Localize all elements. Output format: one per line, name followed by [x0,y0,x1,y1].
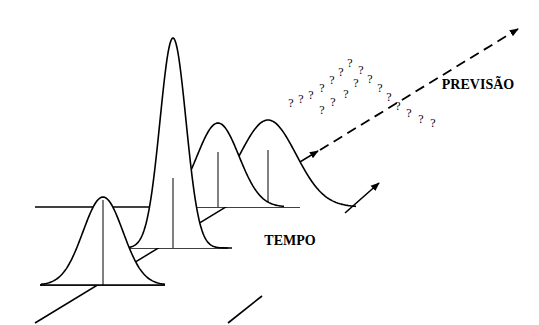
question-mark: ? [353,77,358,89]
question-mark: ? [377,82,382,94]
question-mark: ? [319,82,324,94]
mean-line [268,150,269,207]
question-mark: ? [330,96,335,108]
mean-line [103,200,104,285]
curve-fill [118,38,228,248]
question-mark: ? [343,88,348,100]
baseline [40,284,165,286]
question-mark: ? [347,57,352,69]
question-mark: ? [329,74,334,86]
mean-line [173,178,174,248]
forecast-label: PREVISÃO [442,78,514,92]
question-mark: ? [367,73,372,85]
question-mark: ? [358,64,363,76]
normal-curve [41,197,165,284]
question-mark: ? [338,66,343,78]
question-mark: ? [430,117,435,129]
question-mark: ? [298,93,303,105]
time-arrow [345,183,379,213]
normal-curve [118,38,228,248]
time-label: TEMPO [264,234,315,248]
question-mark: ? [319,104,324,116]
question-mark: ? [395,100,400,112]
question-mark: ? [418,113,423,125]
time-arrow-tail [228,296,262,323]
baseline [40,284,165,286]
mean-line [218,152,219,207]
question-mark: ? [386,91,391,103]
curve-fill [41,197,165,285]
question-mark: ? [308,89,313,101]
question-mark: ? [288,97,293,109]
forecast-axis [320,29,518,150]
question-mark: ? [406,107,411,119]
